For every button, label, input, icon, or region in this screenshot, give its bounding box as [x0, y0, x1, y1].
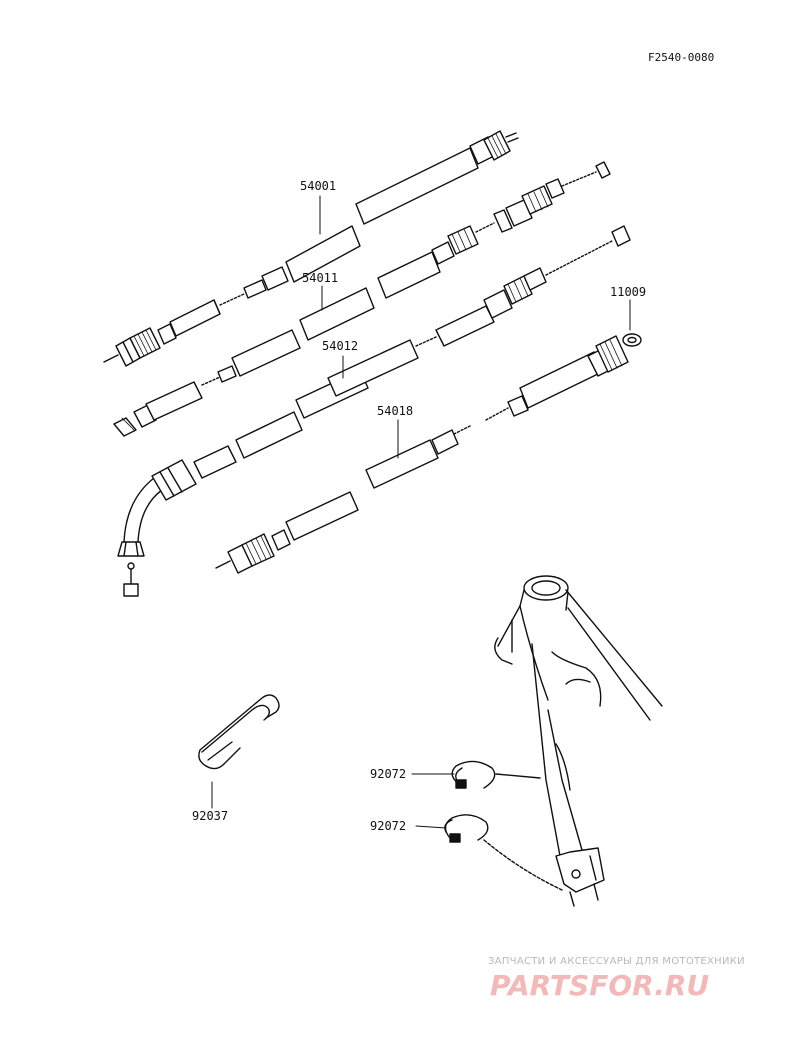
cable-54012 [117, 225, 631, 597]
band-92072-lower [444, 814, 489, 843]
leader-lines [211, 195, 631, 829]
part-label-11009: 11009 [610, 285, 646, 299]
part-label-54018: 54018 [377, 404, 413, 418]
part-label-54011: 54011 [302, 271, 338, 285]
washer-11009 [622, 333, 642, 347]
cable-54001 [103, 130, 519, 367]
band-92072-upper [451, 760, 496, 789]
cable-54018 [215, 335, 629, 574]
part-label-92072-lower: 92072 [370, 819, 406, 833]
watermark-logo: PARTSFOR.RU [490, 969, 709, 1002]
frame-section [483, 575, 663, 907]
clip-92037 [198, 694, 280, 770]
part-label-54012: 54012 [322, 339, 358, 353]
cable-54011 [113, 161, 611, 437]
part-label-92037: 92037 [192, 809, 228, 823]
part-label-92072-upper: 92072 [370, 767, 406, 781]
part-label-54001: 54001 [300, 179, 336, 193]
watermark-tagline: ЗАПЧАСТИ И АКСЕССУАРЫ ДЛЯ МОТОТЕХНИКИ [488, 956, 745, 967]
diagram-ref-code: F2540-0080 [648, 51, 714, 64]
